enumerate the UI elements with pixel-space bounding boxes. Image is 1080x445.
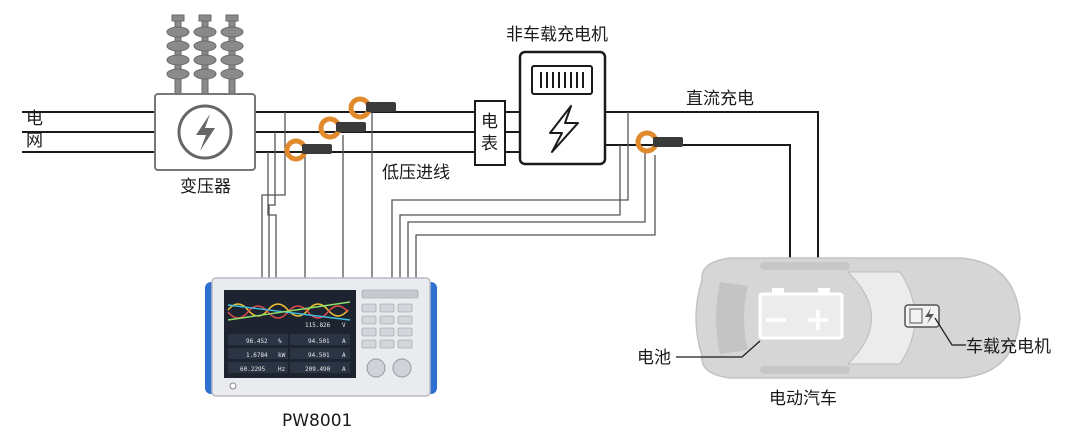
onboard-charger-label: 车载充电机 [966, 337, 1051, 357]
meter-label-1: 电 [481, 112, 498, 132]
reading-unit: kW [278, 352, 286, 359]
reading-value: 115.826 [305, 322, 331, 329]
current-clamp-icon [284, 138, 332, 162]
dc-charging-label: 直流充电 [686, 89, 754, 109]
battery-label: 电池 [637, 348, 671, 368]
offboard-charger [518, 50, 607, 166]
offboard-charger-label: 非车载充电机 [506, 25, 608, 45]
low-voltage-inlet-label: 低压进线 [382, 163, 450, 183]
reading-value: 209.490 [305, 366, 331, 373]
reading-value: 96.452 [246, 338, 268, 345]
meter-label-2: 表 [481, 134, 498, 154]
power-analyzer: 96.452 % 1.6784 kW 60.2295 Hz 94.501 A 9… [205, 277, 437, 397]
analyzer-keypad [361, 289, 419, 349]
reading-unit: Hz [278, 366, 286, 373]
current-clamp-icon [318, 116, 366, 140]
analyzer-knob [366, 358, 386, 378]
analyzer-readings: 96.452 % 1.6784 kW 60.2295 Hz 94.501 A 9… [228, 322, 350, 373]
reading-value: 94.501 [308, 352, 330, 359]
reading-value: 1.6784 [246, 352, 268, 359]
grid-label-2: 网 [26, 131, 43, 151]
lightning-icon [196, 114, 215, 151]
transformer [154, 14, 256, 171]
analyzer-knob [392, 358, 412, 378]
current-clamps [284, 96, 683, 162]
reading-value: 60.2295 [240, 366, 266, 373]
current-clamp-icon [348, 96, 396, 120]
power-button [229, 382, 237, 390]
charger-icon [904, 304, 940, 328]
reading-value: 94.501 [308, 338, 330, 345]
reading-unit: A [342, 366, 346, 373]
reading-unit: A [342, 338, 346, 345]
analyzer-model-label: PW8001 [282, 411, 352, 431]
transformer-label: 变压器 [180, 177, 231, 197]
grid-bus-lines [22, 111, 819, 262]
battery-icon [758, 288, 844, 340]
reading-unit: A [342, 352, 346, 359]
lightning-icon [549, 105, 579, 153]
callout-leaders [676, 317, 966, 358]
insulator-icon [166, 14, 244, 96]
reading-unit: % [278, 338, 282, 345]
grid-label-1: 电 [26, 109, 43, 129]
meter [474, 100, 506, 166]
reading-unit: V [342, 322, 346, 329]
electric-vehicle [695, 257, 1021, 379]
ev-label: 电动汽车 [769, 389, 837, 409]
measurement-leads [261, 112, 656, 278]
current-clamp-icon [635, 130, 683, 154]
